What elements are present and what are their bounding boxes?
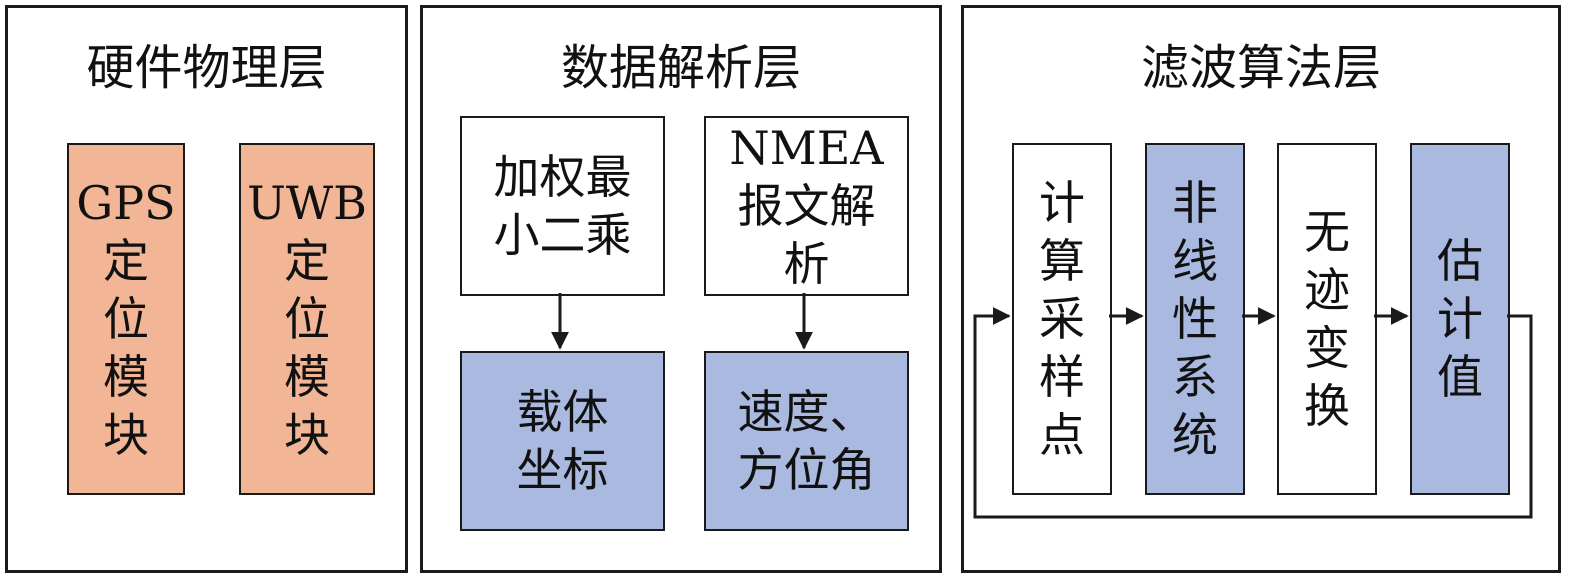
carrier-coordinates-box: 载体 坐标 — [460, 351, 665, 531]
nonlinear-system-line: 统 — [1172, 408, 1218, 462]
uwb-module-line: 块 — [284, 408, 330, 462]
wls-line: 加权最 — [493, 150, 632, 204]
feedback-loop-arrow — [973, 307, 1533, 519]
weighted-least-squares-box: 加权最 小二乘 — [460, 116, 665, 296]
hardware-layer-title: 硬件物理层 — [86, 40, 327, 96]
speed-heading-box: 速度、 方位角 — [704, 351, 909, 531]
gps-module-line: 块 — [103, 408, 149, 462]
estimate-line: 值 — [1437, 350, 1483, 404]
nonlinear-system-line: 线 — [1172, 234, 1218, 288]
sigma-points-line: 样 — [1039, 350, 1085, 404]
parsing-layer-title: 数据解析层 — [560, 40, 801, 96]
speed-heading-line: 方位角 — [737, 443, 876, 497]
uwb-module-box: UWB 定 位 模 块 — [239, 143, 375, 495]
sigma-points-line: 点 — [1039, 408, 1085, 462]
nmea-line: 报文解 — [737, 179, 876, 233]
uwb-module-line: 模 — [284, 350, 330, 404]
unscented-transform-line: 变 — [1304, 321, 1350, 375]
gps-module-line: GPS — [76, 176, 176, 230]
unscented-transform-line: 迹 — [1304, 263, 1350, 317]
gps-module-line: 模 — [103, 350, 149, 404]
uwb-module-line: UWB — [247, 176, 367, 230]
nmea-line: 析 — [783, 237, 830, 291]
sigma-points-box: 计 算 采 样 点 — [1012, 143, 1112, 495]
sigma-points-line: 采 — [1039, 292, 1085, 346]
filter-layer-title: 滤波算法层 — [1140, 40, 1381, 96]
estimate-line: 计 — [1437, 292, 1483, 346]
estimate-line: 估 — [1437, 234, 1483, 288]
hardware-layer-panel: 硬件物理层 GPS 定 位 模 块 UWB 定 位 模 块 — [5, 5, 408, 573]
uwb-module-line: 定 — [284, 234, 330, 288]
carrier-coords-line: 坐标 — [516, 443, 609, 497]
gps-module-box: GPS 定 位 模 块 — [67, 143, 185, 495]
carrier-coords-line: 载体 — [516, 385, 609, 439]
wls-line: 小二乘 — [493, 208, 632, 262]
gps-module-line: 定 — [103, 234, 149, 288]
estimate-box: 估 计 值 — [1410, 143, 1510, 495]
sigma-points-line: 算 — [1039, 234, 1085, 288]
unscented-transform-box: 无 迹 变 换 — [1277, 143, 1377, 495]
unscented-transform-line: 换 — [1304, 379, 1350, 433]
nonlinear-system-line: 性 — [1172, 292, 1218, 346]
nonlinear-system-line: 系 — [1172, 350, 1218, 404]
parsing-layer-panel: 数据解析层 加权最 小二乘 NMEA 报文解 析 载体 坐标 速度、 方位角 — [420, 5, 942, 573]
nmea-parsing-box: NMEA 报文解 析 — [704, 116, 909, 296]
sigma-points-line: 计 — [1039, 176, 1085, 230]
nonlinear-system-line: 非 — [1172, 176, 1218, 230]
nonlinear-system-box: 非 线 性 系 统 — [1145, 143, 1245, 495]
unscented-transform-line: 无 — [1304, 205, 1350, 259]
speed-heading-line: 速度、 — [737, 385, 876, 439]
uwb-module-line: 位 — [284, 292, 330, 346]
gps-module-line: 位 — [103, 292, 149, 346]
filter-layer-panel: 滤波算法层 计 算 采 样 点 非 线 性 系 统 无 迹 变 换 估 计 值 — [961, 5, 1561, 573]
nmea-line: NMEA — [729, 121, 884, 175]
